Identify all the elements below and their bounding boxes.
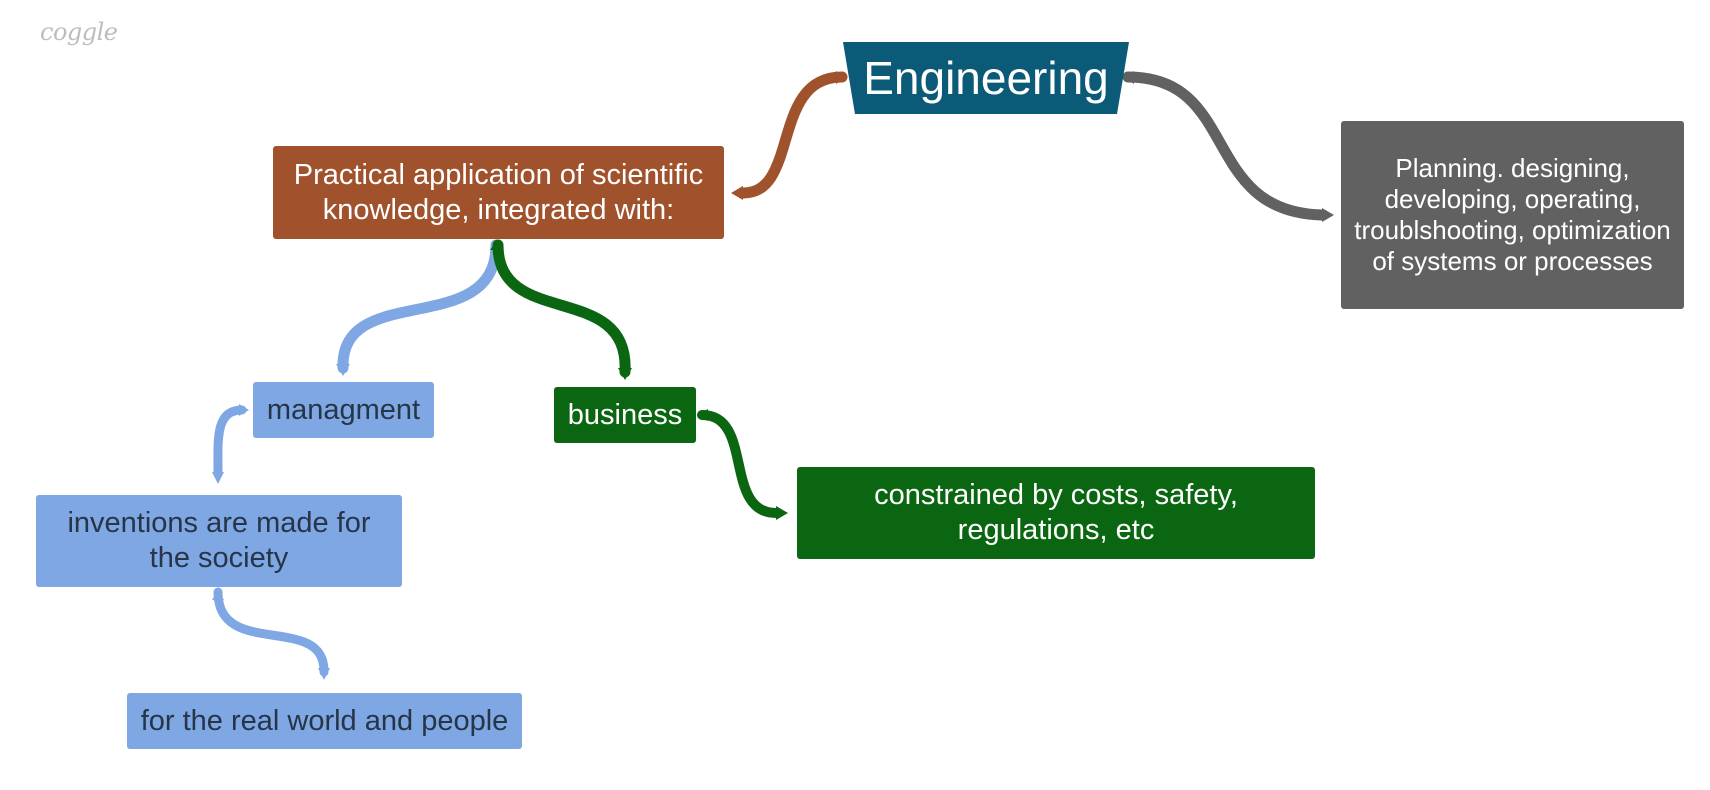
link-practical-to-managment [337,239,502,374]
node-inventions-label: inventions are made for the society [67,507,371,574]
node-managment-label: managment [266,393,421,426]
link-root-to-practical [736,71,848,199]
node-real-world-label: for the real world and people [140,704,509,737]
link-root-to-planning [1122,71,1328,221]
arrowhead-managment-left [239,404,249,416]
arrowhead-root-left [836,71,846,84]
root-node-shape [843,42,1129,114]
arrowhead-business-right [697,409,708,421]
link-practical-to-business [492,239,631,378]
link-inventions-to-realworld [213,587,329,677]
node-practical-label: Practical application of scientific know… [293,158,704,226]
node-constrained-label: constrained by costs, safety, regulation… [874,479,1238,546]
arrowhead-practical-bottom [490,240,504,250]
arrowhead-business [618,368,632,380]
root-node-engineering[interactable]: Engineering [863,52,1109,104]
node-planning-label: Planning. designing, developing, operati… [1354,153,1671,276]
node-managment[interactable]: managment [253,382,434,438]
arrowhead-inventions-bottom [212,590,224,600]
arrowhead-managment [336,364,350,376]
link-business-to-constrained [697,410,783,519]
arrowhead-inventions [212,472,224,484]
node-real-world[interactable]: for the real world and people [127,693,522,749]
arrowhead-practical [731,186,743,200]
coggle-logo: coggle [40,18,118,46]
node-business-label: business [567,398,683,431]
node-business[interactable]: business [554,387,696,443]
node-inventions[interactable]: inventions are made for the society [36,495,402,587]
node-practical-application[interactable]: Practical application of scientific know… [273,146,724,239]
node-constrained[interactable]: constrained by costs, safety, regulation… [797,467,1315,559]
arrowhead-planning [1322,208,1334,222]
link-managment-to-inventions [213,405,247,479]
arrowhead-realworld [318,668,330,680]
arrowhead-constrained [776,506,788,520]
arrowhead-root-right [1124,71,1134,84]
node-planning[interactable]: Planning. designing, developing, operati… [1341,121,1684,309]
